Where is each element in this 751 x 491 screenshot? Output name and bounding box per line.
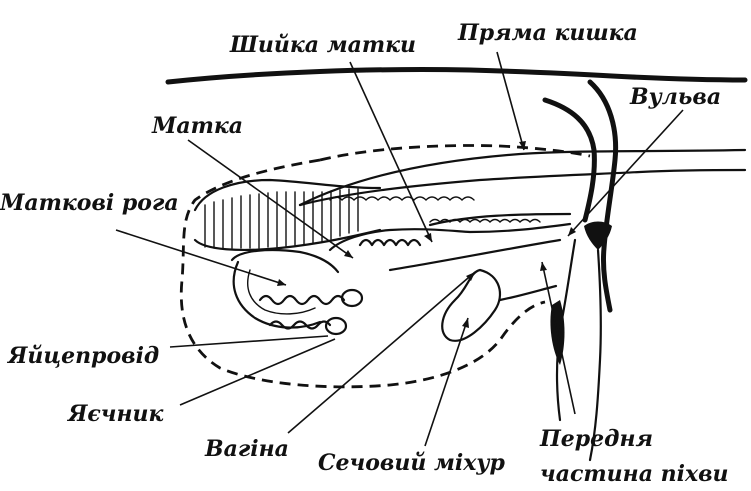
label-ovary: Яєчник bbox=[66, 401, 164, 427]
back-line bbox=[165, 67, 748, 85]
label-uterine-horns: Маткові рога bbox=[0, 190, 179, 216]
rectum-lower bbox=[298, 168, 747, 207]
label-anterior-vagina-2: частина піхви bbox=[540, 461, 729, 487]
peritoneum-dashed bbox=[319, 144, 591, 162]
cervix-folds bbox=[358, 238, 422, 247]
ovary-oviduct-loop bbox=[232, 260, 322, 329]
anterior-vagina-line bbox=[555, 238, 577, 422]
label-uterus: Матка bbox=[151, 113, 243, 139]
anterior-vagina-line-2 bbox=[588, 248, 602, 462]
peritoneum-dashed-body bbox=[179, 158, 546, 389]
label-cervix: Шийка матки bbox=[229, 32, 416, 58]
uterine-horns bbox=[193, 178, 382, 252]
uterus-body bbox=[328, 222, 572, 252]
tail-inner-contour bbox=[542, 97, 597, 223]
tail-contour bbox=[587, 79, 619, 313]
oviduct-coil bbox=[258, 294, 346, 306]
label-oviduct: Яйцепровід bbox=[6, 343, 159, 369]
label-vagina: Вагіна bbox=[204, 436, 289, 462]
rectum-upper bbox=[298, 148, 747, 207]
label-vulva: Вульва bbox=[629, 84, 721, 110]
vagina-upper bbox=[428, 212, 572, 227]
ovary-inner-loop bbox=[247, 269, 316, 315]
ovary-upper bbox=[340, 288, 364, 308]
ovary-lower bbox=[324, 316, 348, 336]
arrowheads bbox=[277, 141, 576, 328]
label-bladder: Сечовий міхур bbox=[318, 450, 506, 476]
rectum-wavy-inner bbox=[329, 196, 475, 201]
oviduct-coil-2 bbox=[268, 320, 332, 330]
label-anterior-vagina-1: Передня bbox=[539, 426, 653, 452]
leader-lines bbox=[115, 51, 684, 447]
vagina-lower bbox=[388, 238, 562, 272]
vulva-shape bbox=[584, 221, 612, 250]
bladder-urethra bbox=[498, 284, 558, 302]
ovary-bursa bbox=[230, 248, 340, 274]
bladder bbox=[441, 268, 502, 342]
label-rectum: Пряма кишка bbox=[457, 20, 638, 46]
vagina-folds bbox=[429, 218, 541, 223]
